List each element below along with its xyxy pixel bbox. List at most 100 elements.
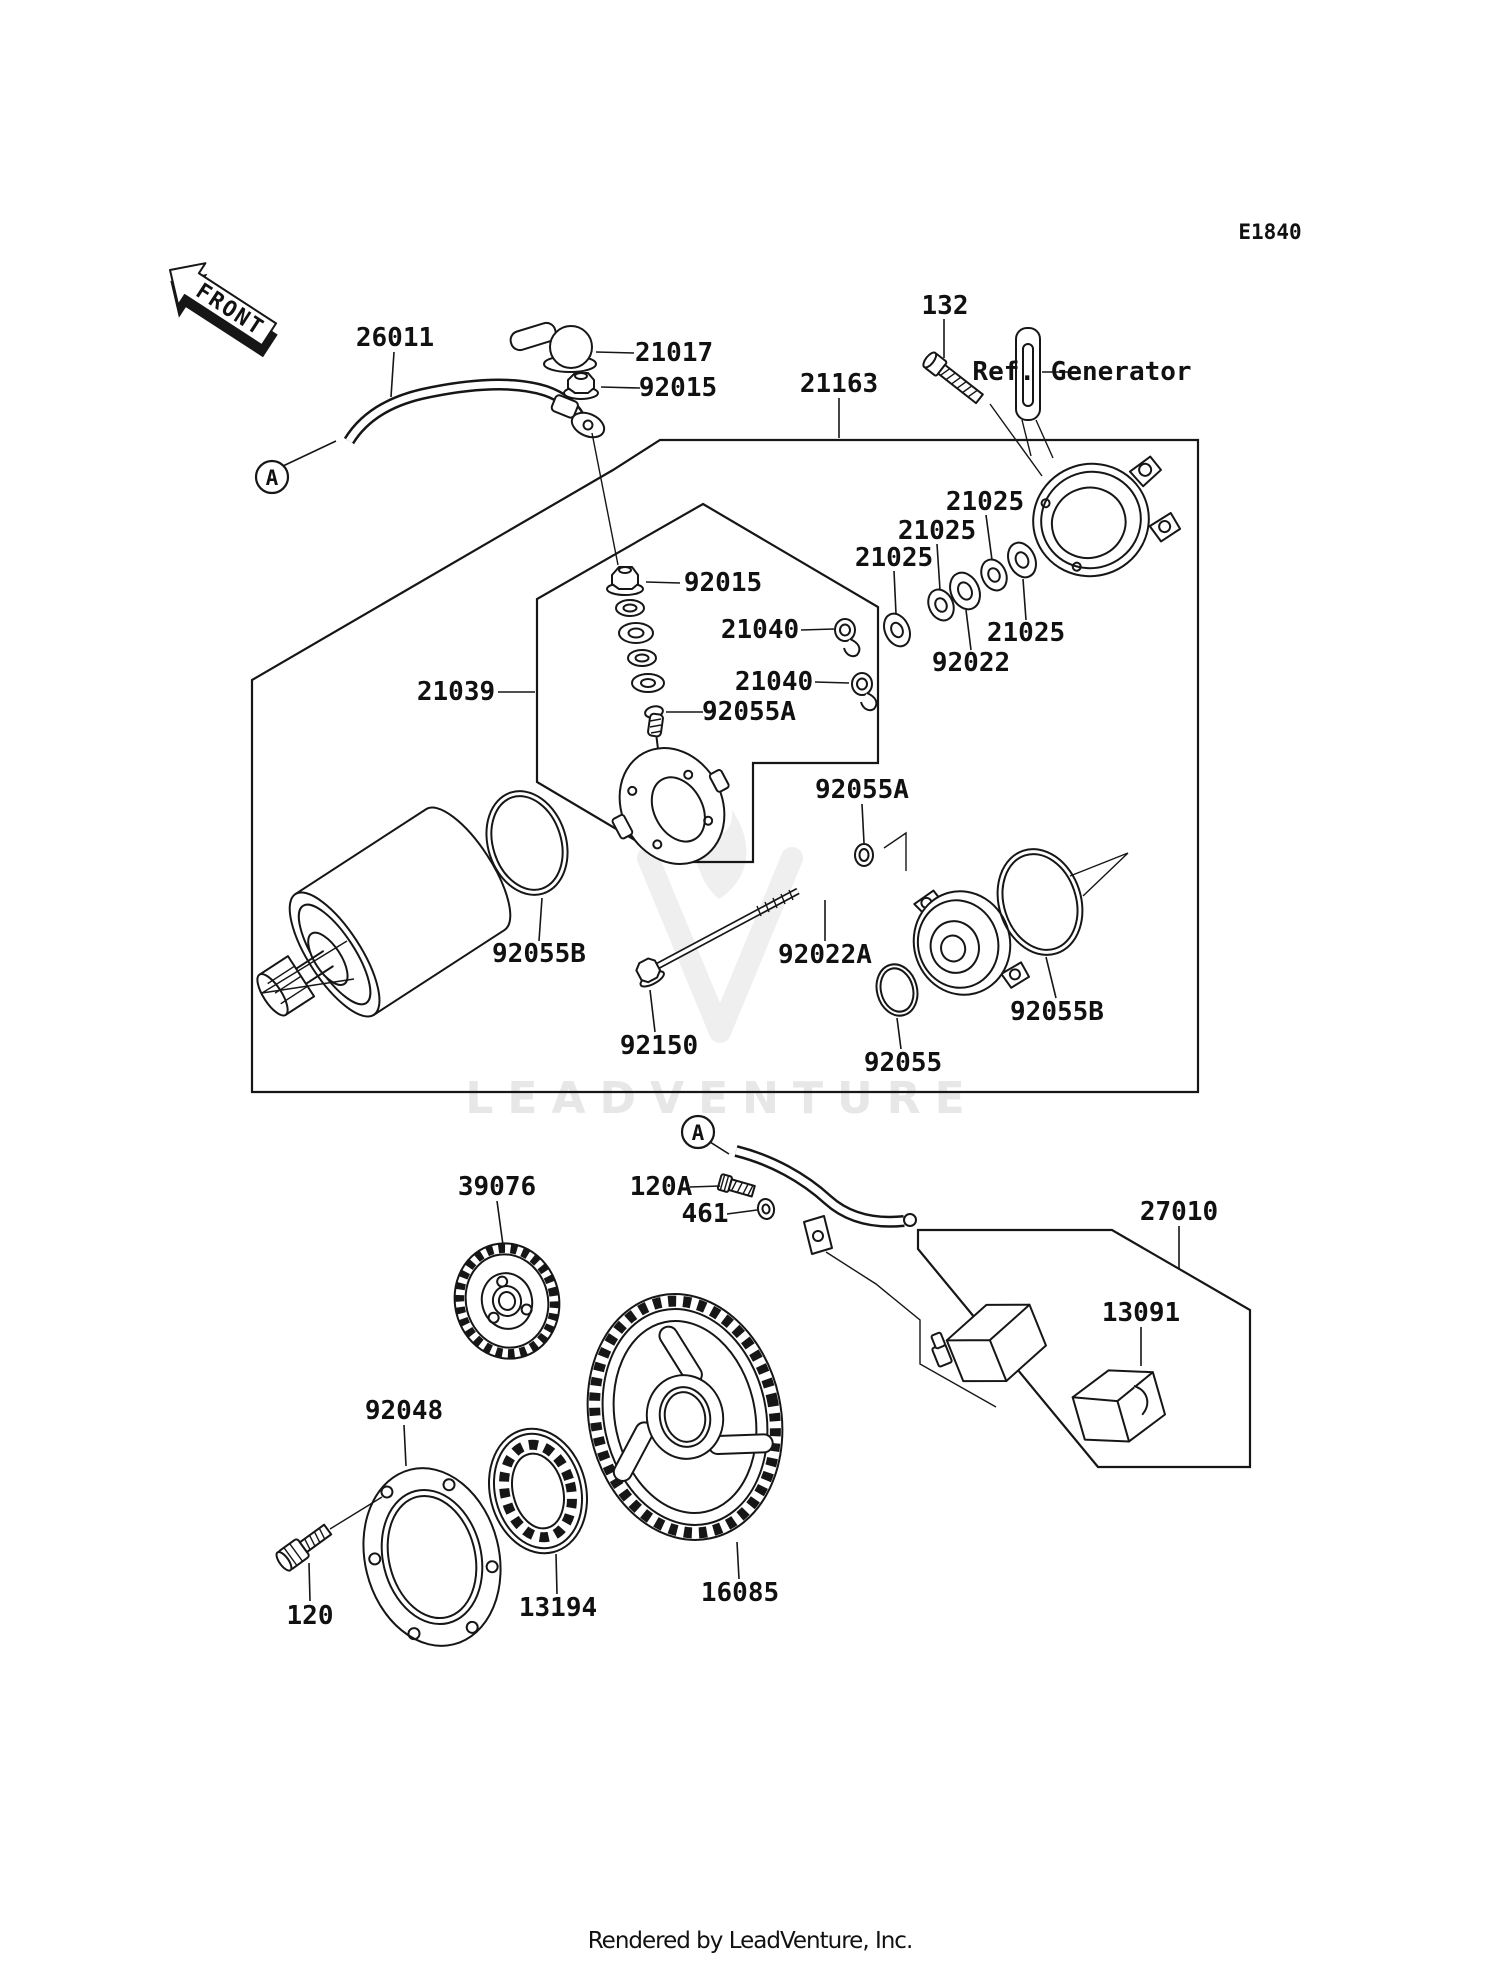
- part-label-461: 461: [682, 1199, 729, 1229]
- part-label-13194: 13194: [519, 1593, 597, 1623]
- view-marker-circle: [680, 1114, 716, 1150]
- part-label-92015: 92015: [684, 568, 762, 598]
- leader-line-92150: [649, 989, 656, 1033]
- starter-motor-drawing: [256, 806, 512, 1018]
- part-label-132: 132: [922, 291, 969, 321]
- part-label-92048: 92048: [365, 1396, 443, 1426]
- front-arrow: FRONT: [169, 262, 278, 358]
- leader-line-26011: [390, 351, 395, 398]
- starter-motor-group-box: [250, 438, 1200, 1094]
- terminal-nut-drawing: [563, 372, 599, 400]
- part-label-ref-generator: Ref. Generator: [972, 357, 1191, 387]
- view-marker-label: A: [266, 466, 279, 490]
- leader-line-21025: [893, 570, 897, 615]
- leader-line-13194: [555, 1553, 558, 1595]
- leader-line-92055a: [861, 803, 865, 844]
- leader-line-21017: [595, 351, 635, 354]
- footer-credit: Rendered by LeadVenture, Inc.: [587, 1928, 914, 1954]
- part-label-92055a: 92055A: [702, 697, 796, 727]
- bolt-120-drawing: [275, 1496, 383, 1572]
- part-label-21025: 21025: [987, 618, 1065, 648]
- leader-line-120: [308, 1562, 311, 1602]
- part-label-39076: 39076: [458, 1172, 536, 1202]
- watermark-text: LEADVENTURE: [465, 1073, 978, 1124]
- bolt-132-drawing: [922, 351, 1043, 477]
- generator-strap-drawing: [1015, 327, 1054, 459]
- part-label-21163: 21163: [800, 369, 878, 399]
- part-label-13091: 13091: [1102, 1298, 1180, 1328]
- large-oring-drawing: [996, 848, 1129, 956]
- idle-gear-drawing: [453, 1242, 561, 1360]
- part-label-21040: 21040: [721, 615, 799, 645]
- relay-lead-drawing: [734, 1145, 997, 1408]
- part-label-21025: 21025: [898, 516, 976, 546]
- part-label-21025: 21025: [946, 487, 1024, 517]
- view-marker-leader: [282, 440, 337, 467]
- view-marker-label: A: [692, 1121, 705, 1145]
- part-label-26011: 26011: [356, 323, 434, 353]
- part-label-92015: 92015: [639, 373, 717, 403]
- washer-row-drawing: [883, 541, 1037, 648]
- terminal-washer-stack: [615, 599, 665, 693]
- part-label-92055b: 92055B: [492, 939, 586, 969]
- view-marker-leader: [709, 1141, 730, 1155]
- magnet-yoke-group-box: [535, 502, 880, 864]
- one-way-clutch-drawing: [487, 1427, 589, 1555]
- leader-line-92015: [645, 581, 681, 584]
- leader-line-92048: [403, 1424, 407, 1467]
- yoke-nut-drawing: [606, 566, 644, 596]
- part-label-21025: 21025: [855, 543, 933, 573]
- generator-cover-drawing: [1032, 455, 1182, 578]
- part-label-16085: 16085: [701, 1578, 779, 1608]
- screw-120a-drawing: [716, 1173, 756, 1198]
- leader-line-120a: [689, 1185, 721, 1188]
- ring-gear-drawing: [586, 1293, 784, 1541]
- leader-line-92015: [600, 386, 641, 389]
- large-oring-drawing: [485, 790, 569, 896]
- watermark-logo: [637, 806, 803, 1043]
- part-label-120: 120: [287, 1601, 334, 1631]
- part-label-92055b: 92055B: [1010, 997, 1104, 1027]
- part-label-92055: 92055: [864, 1048, 942, 1078]
- oring-drawing: [875, 963, 919, 1017]
- leader-line-21040: [800, 628, 835, 631]
- part-label-21039: 21039: [417, 677, 495, 707]
- leader-line-21025: [985, 514, 993, 561]
- cover-plate-drawing: [362, 1467, 502, 1647]
- relay-holder-drawing: [1071, 1369, 1166, 1443]
- leader-line-92055b: [538, 897, 543, 942]
- small-oring-drawing: [854, 831, 907, 871]
- part-label-120a: 120A: [630, 1172, 693, 1202]
- part-label-92055a: 92055A: [815, 775, 909, 805]
- brush-plate-drawing: [611, 712, 730, 865]
- relay-group-box: [916, 1228, 1252, 1469]
- part-label-27010: 27010: [1140, 1197, 1218, 1227]
- part-label-92150: 92150: [620, 1031, 698, 1061]
- part-label-92022: 92022: [932, 648, 1010, 678]
- leader-line-21025: [936, 543, 941, 591]
- washer-461-drawing: [756, 1198, 776, 1220]
- end-housing-drawing: [912, 889, 1031, 996]
- view-marker-circle: [254, 459, 290, 495]
- leader-line-16085: [736, 1541, 740, 1580]
- leader-line-461: [726, 1209, 758, 1215]
- terminal-boot-drawing: [509, 321, 597, 373]
- battery-cable-drawing: [343, 378, 619, 566]
- leader-line-39076: [496, 1200, 504, 1246]
- leader-line-21025: [1022, 578, 1027, 621]
- grommet-drawing: [851, 672, 878, 712]
- leader-line-92055: [896, 1017, 902, 1050]
- part-label-92022a: 92022A: [778, 940, 872, 970]
- view-markers-layer: AA: [254, 440, 730, 1155]
- grommet-drawing: [834, 618, 861, 658]
- sheet-code: E1840: [1238, 220, 1301, 244]
- leader-line-21040: [814, 681, 850, 684]
- through-bolt-drawing: [635, 887, 800, 988]
- leader-line-92055b: [1045, 956, 1057, 999]
- part-label-21017: 21017: [635, 338, 713, 368]
- part-label-21040: 21040: [735, 667, 813, 697]
- relay-drawing: [930, 1303, 1047, 1383]
